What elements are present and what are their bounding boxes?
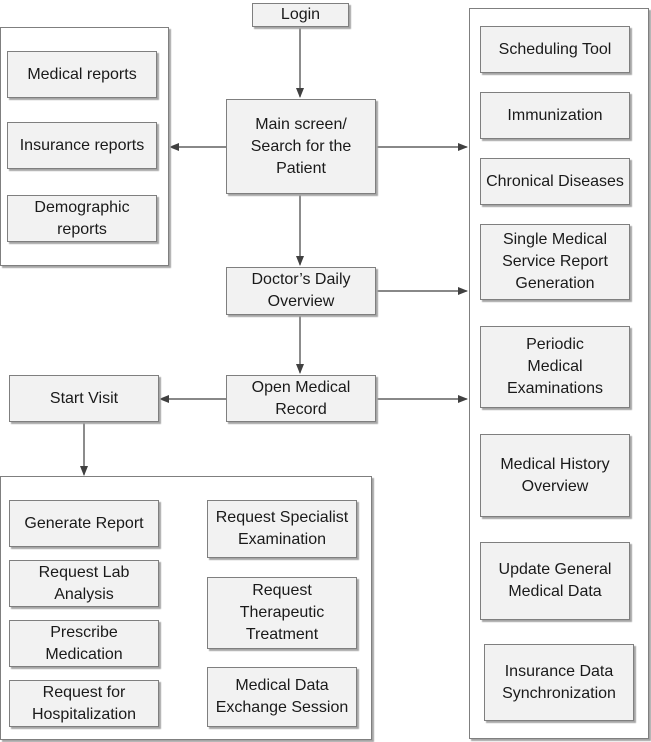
data-exchange-box[interactable]: Medical Data Exchange Session <box>207 667 357 727</box>
scheduling-tool-label: Scheduling Tool <box>498 40 612 58</box>
medical-history-box[interactable]: Medical History Overview <box>480 434 630 517</box>
medical-reports-label: Medical reports <box>27 65 137 83</box>
chronical-diseases-box[interactable]: Chronical Diseases <box>480 158 630 205</box>
periodic-examinations-box[interactable]: Periodic Medical Examinations <box>480 326 630 408</box>
demographic-reports-label: Demographic reports <box>34 198 130 238</box>
open-record-box[interactable]: Open Medical Record <box>226 375 376 422</box>
update-medical-data-box[interactable]: Update General Medical Data <box>480 542 630 620</box>
request-specialist-label: Request Specialist Examination <box>215 509 349 548</box>
medical-reports-box[interactable]: Medical reports <box>7 51 157 98</box>
update-medical-data-label: Update General Medical Data <box>498 561 612 600</box>
request-lab-box[interactable]: Request Lab Analysis <box>9 560 159 607</box>
daily-overview-box[interactable]: Doctor’s Daily Overview <box>226 267 376 315</box>
insurance-sync-label: Insurance Data Synchronization <box>502 662 616 702</box>
chronical-diseases-label: Chronical Diseases <box>486 172 624 190</box>
scheduling-tool-box[interactable]: Scheduling Tool <box>480 26 630 73</box>
prescribe-medication-box[interactable]: Prescribe Medication <box>9 620 159 667</box>
main-screen-label: Main screen/ Search for the Patient <box>250 115 352 177</box>
daily-overview-label: Doctor’s Daily Overview <box>251 271 351 310</box>
immunization-box[interactable]: Immunization <box>480 92 630 139</box>
request-lab-label: Request Lab Analysis <box>38 563 130 603</box>
single-service-report-box[interactable]: Single Medical Service Report Generation <box>480 224 630 300</box>
main-screen-box[interactable]: Main screen/ Search for the Patient <box>226 99 376 194</box>
login-box[interactable]: Login <box>252 3 349 27</box>
request-therapeutic-label: Request Therapeutic Treatment <box>239 582 325 643</box>
insurance-sync-box[interactable]: Insurance Data Synchronization <box>484 644 634 721</box>
prescribe-medication-label: Prescribe Medication <box>45 623 123 663</box>
start-visit-label: Start Visit <box>49 389 119 407</box>
request-hospitalization-box[interactable]: Request for Hospitalization <box>9 680 159 727</box>
data-exchange-label: Medical Data Exchange Session <box>215 677 349 716</box>
single-service-report-label: Single Medical Service Report Generation <box>502 231 608 292</box>
generate-report-label: Generate Report <box>24 514 144 532</box>
medical-history-label: Medical History Overview <box>500 455 610 495</box>
immunization-label: Immunization <box>507 106 603 124</box>
request-specialist-box[interactable]: Request Specialist Examination <box>207 500 357 558</box>
periodic-examinations-label: Periodic Medical Examinations <box>506 336 604 397</box>
demographic-reports-box[interactable]: Demographic reports <box>7 195 157 242</box>
insurance-reports-box[interactable]: Insurance reports <box>7 122 157 169</box>
request-hospitalization-label: Request for Hospitalization <box>31 683 137 723</box>
login-label: Login <box>280 6 321 23</box>
open-record-label: Open Medical Record <box>251 378 351 418</box>
request-therapeutic-box[interactable]: Request Therapeutic Treatment <box>207 577 357 649</box>
start-visit-box[interactable]: Start Visit <box>9 375 159 422</box>
insurance-reports-label: Insurance reports <box>19 136 145 154</box>
generate-report-box[interactable]: Generate Report <box>9 500 159 547</box>
